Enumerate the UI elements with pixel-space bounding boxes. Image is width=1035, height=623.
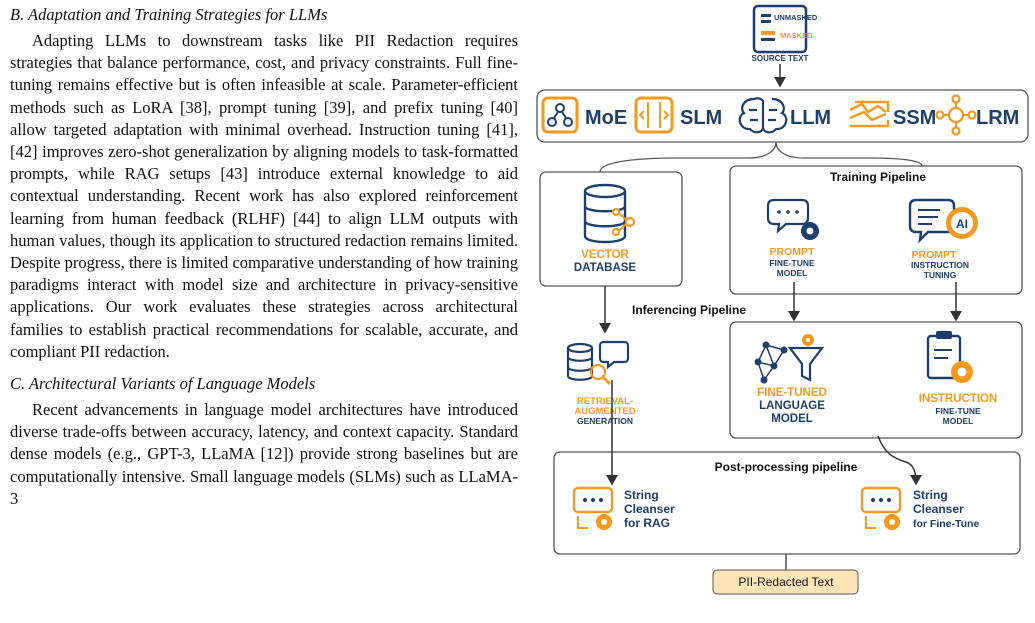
- post-processing-title: Post-processing pipeline: [715, 460, 858, 474]
- pipeline-diagram: UNMASKED MASKED SOURCE TEXT MoE SLM LLM …: [536, 4, 1029, 595]
- training-pipeline-title: Training Pipeline: [830, 170, 926, 184]
- model-lrm: LRM: [976, 107, 1019, 129]
- ai-badge-label: AI: [956, 217, 968, 231]
- ftlm-label-1: FINE-TUNED: [757, 387, 827, 399]
- output-label: PII-Redacted Text: [738, 575, 834, 589]
- slm-icon: [634, 96, 674, 134]
- inst-label-2: FINE-TUNE: [935, 406, 981, 416]
- rag-label-2: AUGMENTED: [574, 406, 635, 417]
- vector-label-1: VECTOR: [581, 249, 629, 261]
- ftlm-label-2: LANGUAGE: [759, 400, 825, 412]
- share-icon: [611, 207, 636, 237]
- model-slm: SLM: [680, 107, 722, 129]
- prompt-it-label-3: TUNING: [924, 270, 957, 280]
- paragraph-c: Recent advancements in language model ar…: [10, 400, 518, 508]
- ftlm-label-3: MODEL: [771, 413, 813, 425]
- sc-rag-label-1: String: [624, 488, 659, 502]
- prompt-ft-label-3: MODEL: [777, 268, 808, 278]
- vector-label-2: DATABASE: [574, 262, 637, 274]
- model-llm: LLM: [790, 107, 831, 129]
- inferencing-pipeline-title: Inferencing Pipeline: [632, 303, 746, 317]
- chat-gear-icon: [766, 198, 819, 240]
- lrm-icon: [935, 94, 977, 136]
- rag-icon: [566, 340, 630, 386]
- source-unmasked-label: UNMASKED: [774, 13, 818, 22]
- prompt-it-label-2: INSTRUCTION: [911, 260, 969, 270]
- paragraph-b: Adapting LLMs to downstream tasks like P…: [10, 31, 518, 361]
- source-masked-label: MASKED: [780, 31, 813, 40]
- prompt-it-label-1: PROMPT: [912, 249, 958, 261]
- network-filter-icon: [754, 334, 825, 384]
- ssm-icon: [849, 100, 890, 128]
- source-text-caption: SOURCE TEXT: [752, 54, 809, 63]
- model-moe: MoE: [585, 107, 627, 129]
- inst-label-1: INSTRUCTION: [919, 393, 998, 405]
- section-heading-b: B. Adaptation and Training Strategies fo…: [10, 5, 328, 24]
- brain-icon: [738, 97, 788, 134]
- source-text-icon: [752, 4, 808, 54]
- ai-chat-icon: [908, 198, 978, 244]
- section-heading-c: C. Architectural Variants of Language Mo…: [10, 374, 316, 394]
- rag-label-1: RETRIEVAL-: [577, 396, 633, 407]
- prompt-ft-label-1: PROMPT: [770, 246, 816, 258]
- sc-ft-label-2: Cleanser: [913, 502, 964, 516]
- vector-db-box: [539, 171, 683, 287]
- database-icon: [583, 183, 627, 244]
- sc-ft-label-3: for Fine-Tune: [913, 518, 979, 530]
- moe-icon: [541, 96, 579, 134]
- model-ssm: SSM: [893, 107, 936, 129]
- clipboard-gear-icon: [926, 331, 973, 383]
- rag-label-3: GENERATION: [577, 416, 633, 426]
- sc-ft-label-1: String: [913, 488, 948, 502]
- string-cleanser-rag-icon: [572, 486, 614, 530]
- prompt-ft-label-2: FINE-TUNE: [769, 258, 815, 268]
- post-processing-box: [553, 451, 1021, 555]
- output-box: [712, 569, 859, 595]
- split-brace: [599, 141, 923, 173]
- text-column: B. Adaptation and Training Strategies fo…: [10, 0, 518, 510]
- inst-label-3: MODEL: [943, 416, 974, 426]
- training-pipeline-box: [729, 165, 1023, 295]
- sc-rag-label-2: Cleanser: [624, 502, 675, 516]
- sc-rag-label-3: for RAG: [624, 516, 670, 530]
- string-cleanser-ft-icon: [860, 486, 902, 530]
